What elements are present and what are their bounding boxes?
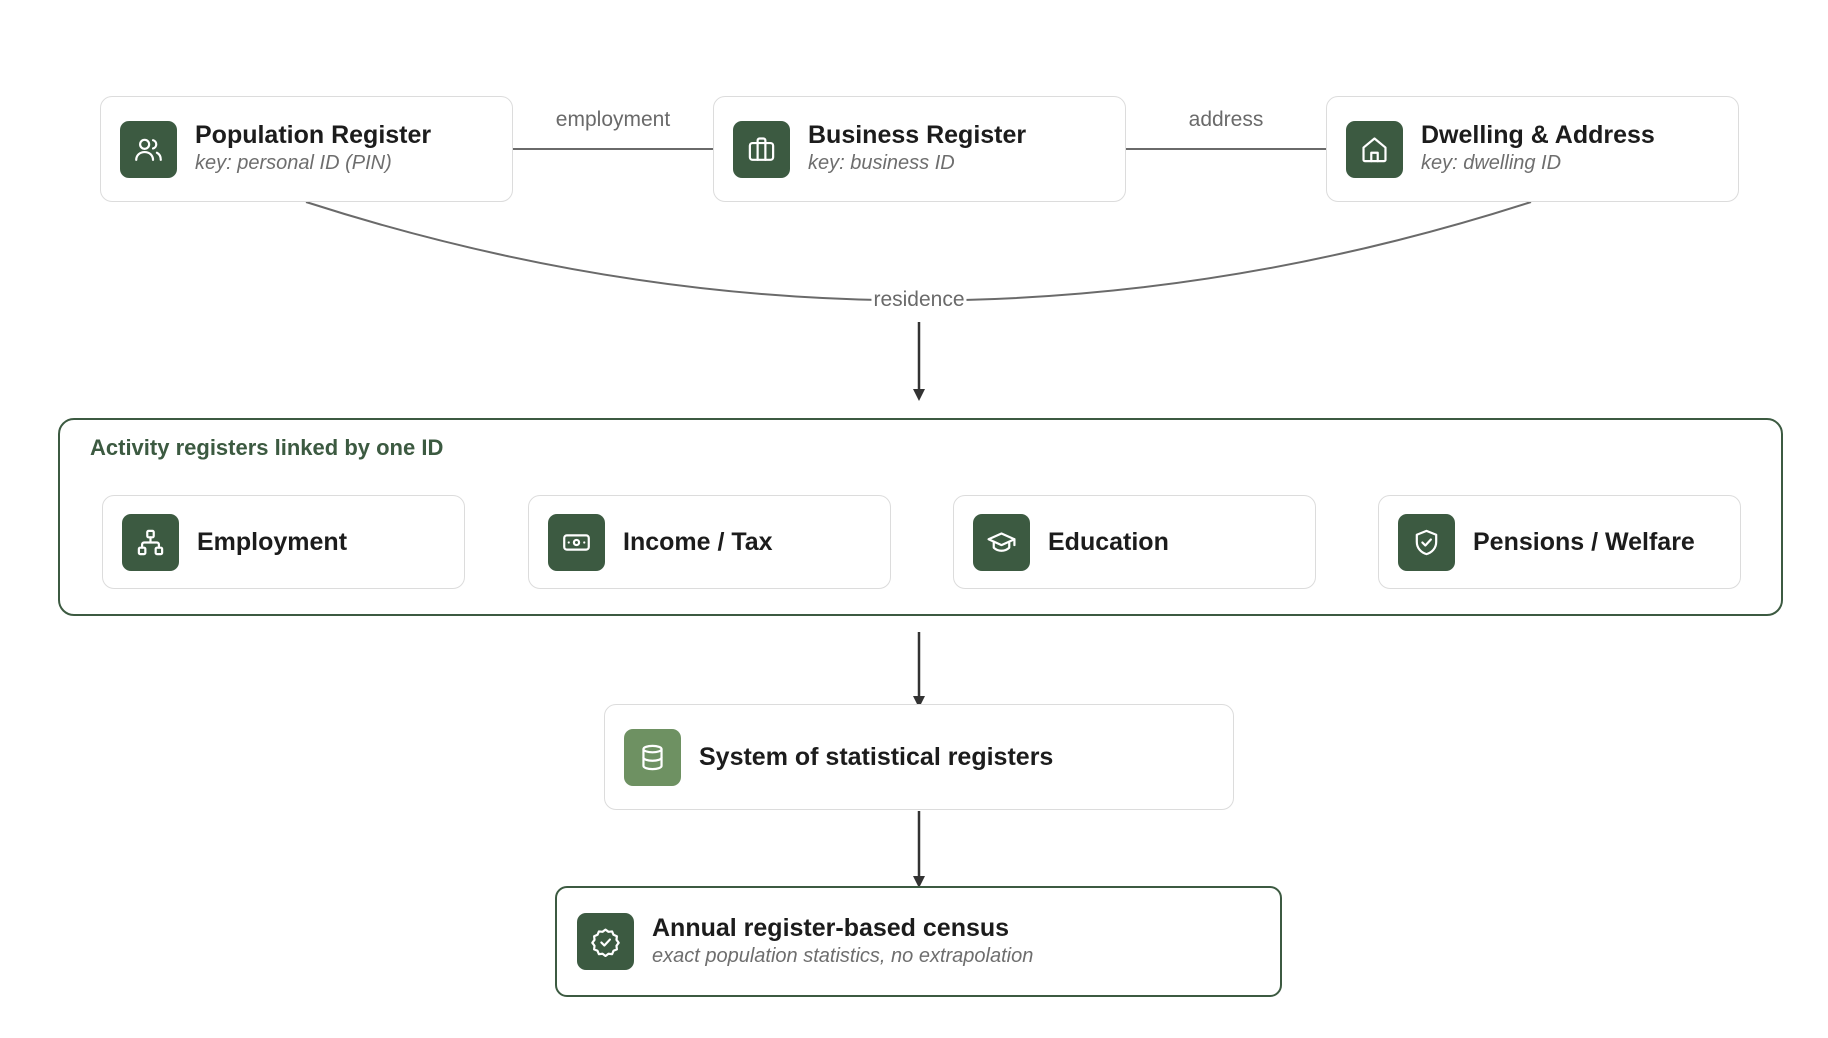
- users-icon: [120, 120, 177, 178]
- briefcase-icon: [733, 120, 790, 178]
- employment-title: Employment: [197, 527, 348, 556]
- education-title: Education: [1048, 527, 1169, 556]
- business-register-title: Business Register: [808, 121, 1027, 149]
- node-business-register[interactable]: Business Register key: business ID: [713, 96, 1126, 202]
- statistical-system-title: System of statistical registers: [699, 742, 1054, 771]
- activity-group-title: Activity registers linked by one ID: [90, 435, 444, 460]
- edge-label-residence: residence: [871, 288, 967, 312]
- database-icon: [624, 728, 681, 786]
- population-register-key: key: personal ID (PIN): [195, 152, 392, 174]
- node-statistical-system[interactable]: System of statistical registers: [604, 704, 1234, 810]
- population-register-title: Population Register: [195, 121, 432, 149]
- edge-label-employment: employment: [555, 108, 671, 131]
- annual-census-subtitle: exact population statistics, no extrapol…: [652, 944, 1034, 967]
- node-dwelling-address[interactable]: Dwelling & Address key: dwelling ID: [1326, 96, 1739, 202]
- dwelling-address-title: Dwelling & Address: [1421, 121, 1655, 149]
- annual-census-title: Annual register-based census: [652, 913, 1010, 942]
- node-employment[interactable]: Employment: [102, 495, 465, 589]
- node-pensions-welfare[interactable]: Pensions / Welfare: [1378, 495, 1741, 589]
- node-annual-census[interactable]: Annual register-based census exact popul…: [555, 886, 1282, 997]
- edge-label-address: address: [1188, 108, 1264, 131]
- edge-residence-curve: [305, 201, 1532, 302]
- house-icon: [1346, 120, 1403, 178]
- banknote-icon: [548, 513, 605, 571]
- pensions-welfare-title: Pensions / Welfare: [1473, 527, 1695, 556]
- activity-registers-group: Activity registers linked by one ID: [58, 418, 1783, 616]
- graduation-cap-icon: [973, 513, 1030, 571]
- badge-check-icon: [577, 913, 634, 970]
- node-population-register[interactable]: Population Register key: personal ID (PI…: [100, 96, 513, 202]
- org-chart-icon: [122, 513, 179, 571]
- node-education[interactable]: Education: [953, 495, 1316, 589]
- dwelling-address-key: key: dwelling ID: [1421, 152, 1562, 174]
- node-income-tax[interactable]: Income / Tax: [528, 495, 891, 589]
- shield-check-icon: [1398, 513, 1455, 571]
- income-tax-title: Income / Tax: [623, 527, 773, 556]
- business-register-key: key: business ID: [808, 152, 955, 174]
